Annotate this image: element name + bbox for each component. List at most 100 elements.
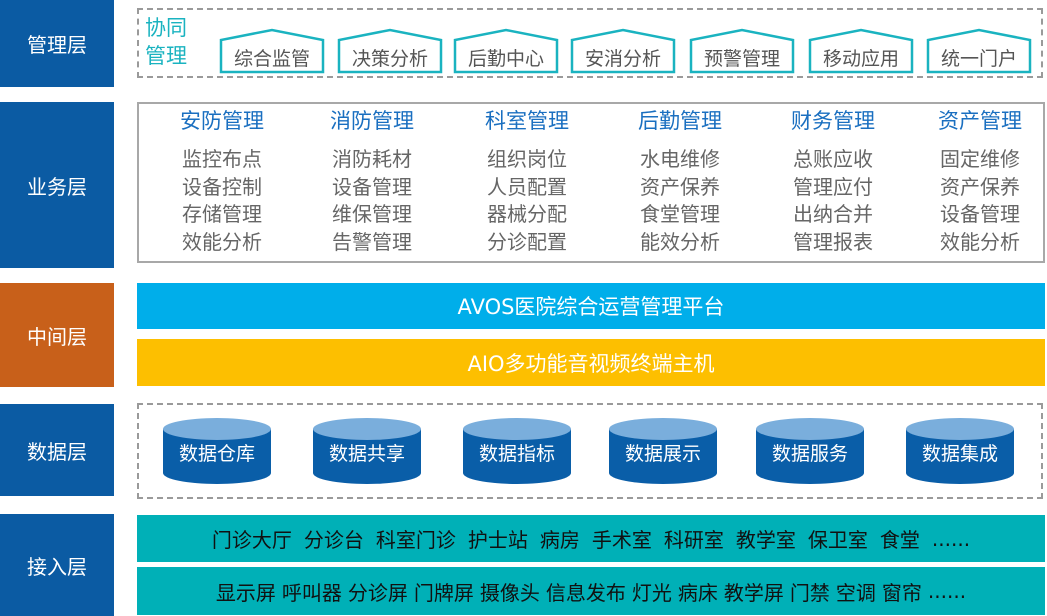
data-cylinder: 数据服务 <box>754 417 866 485</box>
business-item: 资产保养 <box>640 174 720 199</box>
business-item: 设备控制 <box>182 174 262 199</box>
management-item[interactable]: 统一门户 <box>926 28 1032 74</box>
business-item: 设备管理 <box>940 202 1020 226</box>
access-device: 显示屏 <box>215 580 276 605</box>
business-column: 消防管理消防耗材设备管理维保管理告警管理 <box>297 106 447 256</box>
access-place: 科室门诊 <box>375 528 456 552</box>
data-box <box>137 403 1043 499</box>
access-place: 保卫室 <box>807 528 868 552</box>
access-place: 教学室 <box>735 528 796 552</box>
access-device: 教学屏 <box>723 580 784 605</box>
platform-bar: AVOS医院综合运营管理平台 <box>137 283 1045 329</box>
database-icon <box>609 418 717 484</box>
access-device: 空调 <box>835 580 876 605</box>
data-cylinder: 数据展示 <box>607 417 719 485</box>
business-column: 后勤管理水电维修资产保养食堂管理能效分析 <box>605 106 755 256</box>
business-item: 效能分析 <box>940 229 1020 254</box>
management-box <box>137 8 1043 78</box>
business-item: 存储管理 <box>182 202 262 226</box>
data-cylinder: 数据集成 <box>904 417 1016 485</box>
business-box <box>137 102 1045 263</box>
management-title-line2: 管理 <box>145 44 187 68</box>
access-places-row: 门诊大厅分诊台科室门诊护士站病房手术室科研室教学室保卫室食堂...... <box>137 515 1045 562</box>
business-item: 食堂管理 <box>640 202 720 226</box>
access-place: 科研室 <box>663 528 724 552</box>
layer-label-business: 业务层 <box>0 102 114 268</box>
business-column-title: 科室管理 <box>485 109 569 133</box>
house-shape-icon <box>808 28 914 74</box>
management-item-label: 移动应用 <box>822 48 899 70</box>
access-place: ...... <box>931 526 971 551</box>
management-item-label: 决策分析 <box>351 48 428 70</box>
business-column: 科室管理组织岗位人员配置器械分配分诊配置 <box>452 106 602 256</box>
host-bar: AIO多功能音视频终端主机 <box>137 339 1045 386</box>
management-title-line1: 协同 <box>145 16 187 40</box>
data-cylinder: 数据仓库 <box>161 417 273 485</box>
data-label: 数据仓库 <box>178 443 255 465</box>
business-item: 人员配置 <box>487 174 567 199</box>
access-place: 分诊台 <box>303 528 364 552</box>
access-devices-row: 显示屏呼叫器分诊屏门牌屏摄像头信息发布灯光病床教学屏门禁空调窗帘...... <box>137 567 1045 615</box>
database-icon <box>163 418 271 484</box>
database-icon <box>463 418 571 484</box>
business-column: 安防管理监控布点设备控制存储管理效能分析 <box>147 106 297 256</box>
management-item-label: 综合监管 <box>233 48 310 70</box>
data-label: 数据展示 <box>624 443 701 465</box>
data-label: 数据共享 <box>328 443 405 465</box>
business-item: 管理报表 <box>793 229 873 254</box>
business-item: 监控布点 <box>182 147 262 171</box>
business-item: 设备管理 <box>332 174 412 199</box>
layer-label-data: 数据层 <box>0 404 114 496</box>
management-item[interactable]: 移动应用 <box>808 28 914 74</box>
business-column-title: 安防管理 <box>180 109 264 133</box>
business-item: 维保管理 <box>332 202 412 226</box>
access-device: 门禁 <box>789 580 830 605</box>
management-title: 协同 管理 <box>145 14 187 70</box>
business-item: 总账应收 <box>793 147 873 171</box>
access-device: 摄像头 <box>479 580 540 605</box>
business-column-title: 财务管理 <box>791 109 875 133</box>
data-label: 数据服务 <box>771 443 848 465</box>
business-item: 器械分配 <box>487 202 567 226</box>
access-device: 门牌屏 <box>413 580 474 605</box>
business-item: 资产保养 <box>940 174 1020 199</box>
layer-label-middle: 中间层 <box>0 283 114 387</box>
business-item: 出纳合并 <box>793 202 873 226</box>
house-shape-icon <box>337 28 443 74</box>
business-column: 资产管理固定维修资产保养设备管理效能分析 <box>905 106 1047 256</box>
access-device: 病床 <box>677 580 718 605</box>
business-item: 管理应付 <box>793 174 873 199</box>
access-place: 病房 <box>539 528 580 552</box>
business-item: 分诊配置 <box>487 229 567 254</box>
business-column-title: 后勤管理 <box>638 109 722 133</box>
management-item[interactable]: 预警管理 <box>689 28 795 74</box>
access-place: 食堂 <box>879 528 920 552</box>
business-column-title: 资产管理 <box>938 109 1022 133</box>
house-shape-icon <box>570 28 676 74</box>
access-device: 信息发布 <box>545 580 626 605</box>
layer-label-management: 管理层 <box>0 0 114 87</box>
management-item[interactable]: 综合监管 <box>219 28 325 74</box>
layer-label-access: 接入层 <box>0 514 114 616</box>
management-item[interactable]: 后勤中心 <box>453 28 559 74</box>
business-item: 水电维修 <box>640 147 720 171</box>
access-place: 护士站 <box>467 528 528 552</box>
business-item: 固定维修 <box>940 147 1020 171</box>
house-shape-icon <box>926 28 1032 74</box>
access-device: 呼叫器 <box>281 580 342 605</box>
access-device: 窗帘 <box>881 580 922 605</box>
business-item: 效能分析 <box>182 229 262 254</box>
management-item-label: 安消分析 <box>584 48 661 70</box>
access-place: 手术室 <box>591 528 652 552</box>
data-label: 数据指标 <box>478 443 555 465</box>
management-item-label: 预警管理 <box>703 48 780 70</box>
management-item-label: 统一门户 <box>940 48 1017 70</box>
business-item: 组织岗位 <box>487 147 567 171</box>
business-item: 能效分析 <box>640 229 720 254</box>
management-item[interactable]: 决策分析 <box>337 28 443 74</box>
access-place: 门诊大厅 <box>211 528 292 552</box>
management-item[interactable]: 安消分析 <box>570 28 676 74</box>
business-item: 消防耗材 <box>332 147 412 171</box>
data-cylinder: 数据指标 <box>461 417 573 485</box>
access-device: 分诊屏 <box>347 580 408 605</box>
